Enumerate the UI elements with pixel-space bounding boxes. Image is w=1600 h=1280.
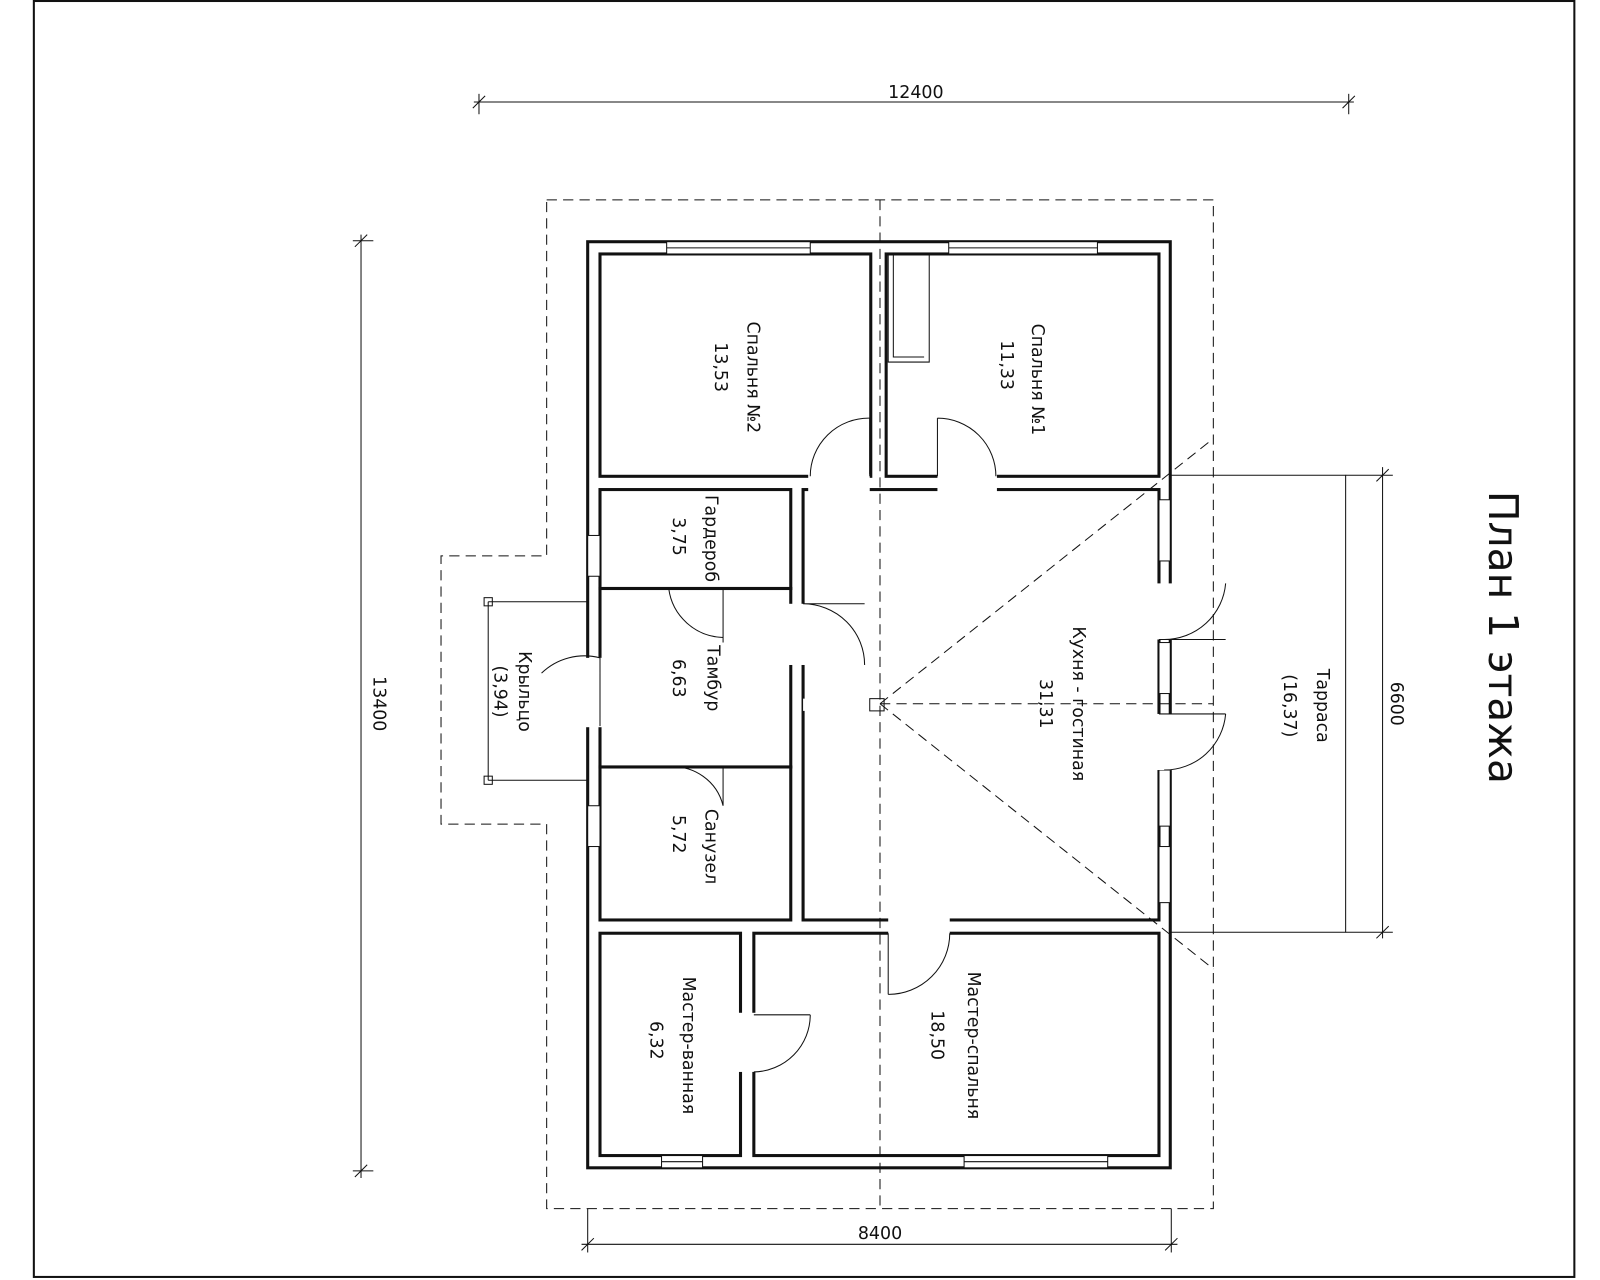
bedroom1-area: 11,33: [996, 340, 1016, 390]
terrace-name: Тарраса: [1312, 668, 1332, 743]
plan-title: План 1 этажа: [1479, 491, 1527, 784]
drawing-frame: [32, 0, 1576, 1278]
roof-outline: [440, 199, 1214, 1210]
dimension-top-label: 12400: [888, 83, 943, 103]
roof-hip-line: [879, 438, 1214, 705]
dimension-bottom-label: 8400: [858, 1224, 902, 1244]
room-vestibule: [598, 586, 793, 769]
vestibule-name: Тамбур: [703, 644, 723, 711]
room-bathroom: [598, 765, 793, 922]
dimension-right: [1345, 467, 1393, 939]
kitchen-name: Кухня - гостиная: [1068, 626, 1088, 781]
dimension-left-label: 13400: [368, 676, 388, 731]
porch-name: Крыльцо: [514, 651, 534, 732]
terrace-outline: [1170, 474, 1347, 933]
room-master-bath: [598, 931, 743, 1158]
dimension-left: [352, 234, 374, 1179]
bedroom2-name: Спальня №2: [743, 322, 763, 434]
dimension-right-label: 6600: [1386, 682, 1406, 726]
dimension-top: [472, 93, 1356, 115]
wardrobe-area: 3,75: [668, 517, 688, 556]
room-bedroom-1: [884, 252, 1161, 478]
bathroom-name: Санузел: [701, 809, 721, 884]
dimension-bottom: [581, 1208, 1178, 1253]
terrace-area: (16,37): [1279, 674, 1299, 737]
bedroom1-name: Спальня №1: [1027, 324, 1047, 436]
vestibule-area: 6,63: [668, 659, 688, 698]
master-bedroom-area: 18,50: [926, 1010, 946, 1060]
roof-hip-line: [879, 703, 1214, 970]
master-bath-area: 6,32: [645, 1021, 665, 1060]
room-bedroom-2: [598, 252, 873, 478]
room-wardrobe: [598, 488, 793, 591]
bathroom-area: 5,72: [668, 815, 688, 854]
ventilation-duct: [887, 254, 930, 363]
doors: [541, 417, 1227, 1073]
room-master-bedroom: [752, 931, 1161, 1158]
master-bath-name: Мастер-ванная: [678, 977, 698, 1115]
bedroom2-area: 13,53: [710, 342, 730, 392]
porch-area: (3,94): [489, 665, 509, 717]
kitchen-area: 31,31: [1035, 679, 1055, 729]
porch: [483, 597, 588, 785]
master-bedroom-name: Мастер-спальня: [963, 972, 983, 1120]
windows: [587, 241, 1171, 1169]
wardrobe-name: Гардероб: [701, 495, 721, 582]
